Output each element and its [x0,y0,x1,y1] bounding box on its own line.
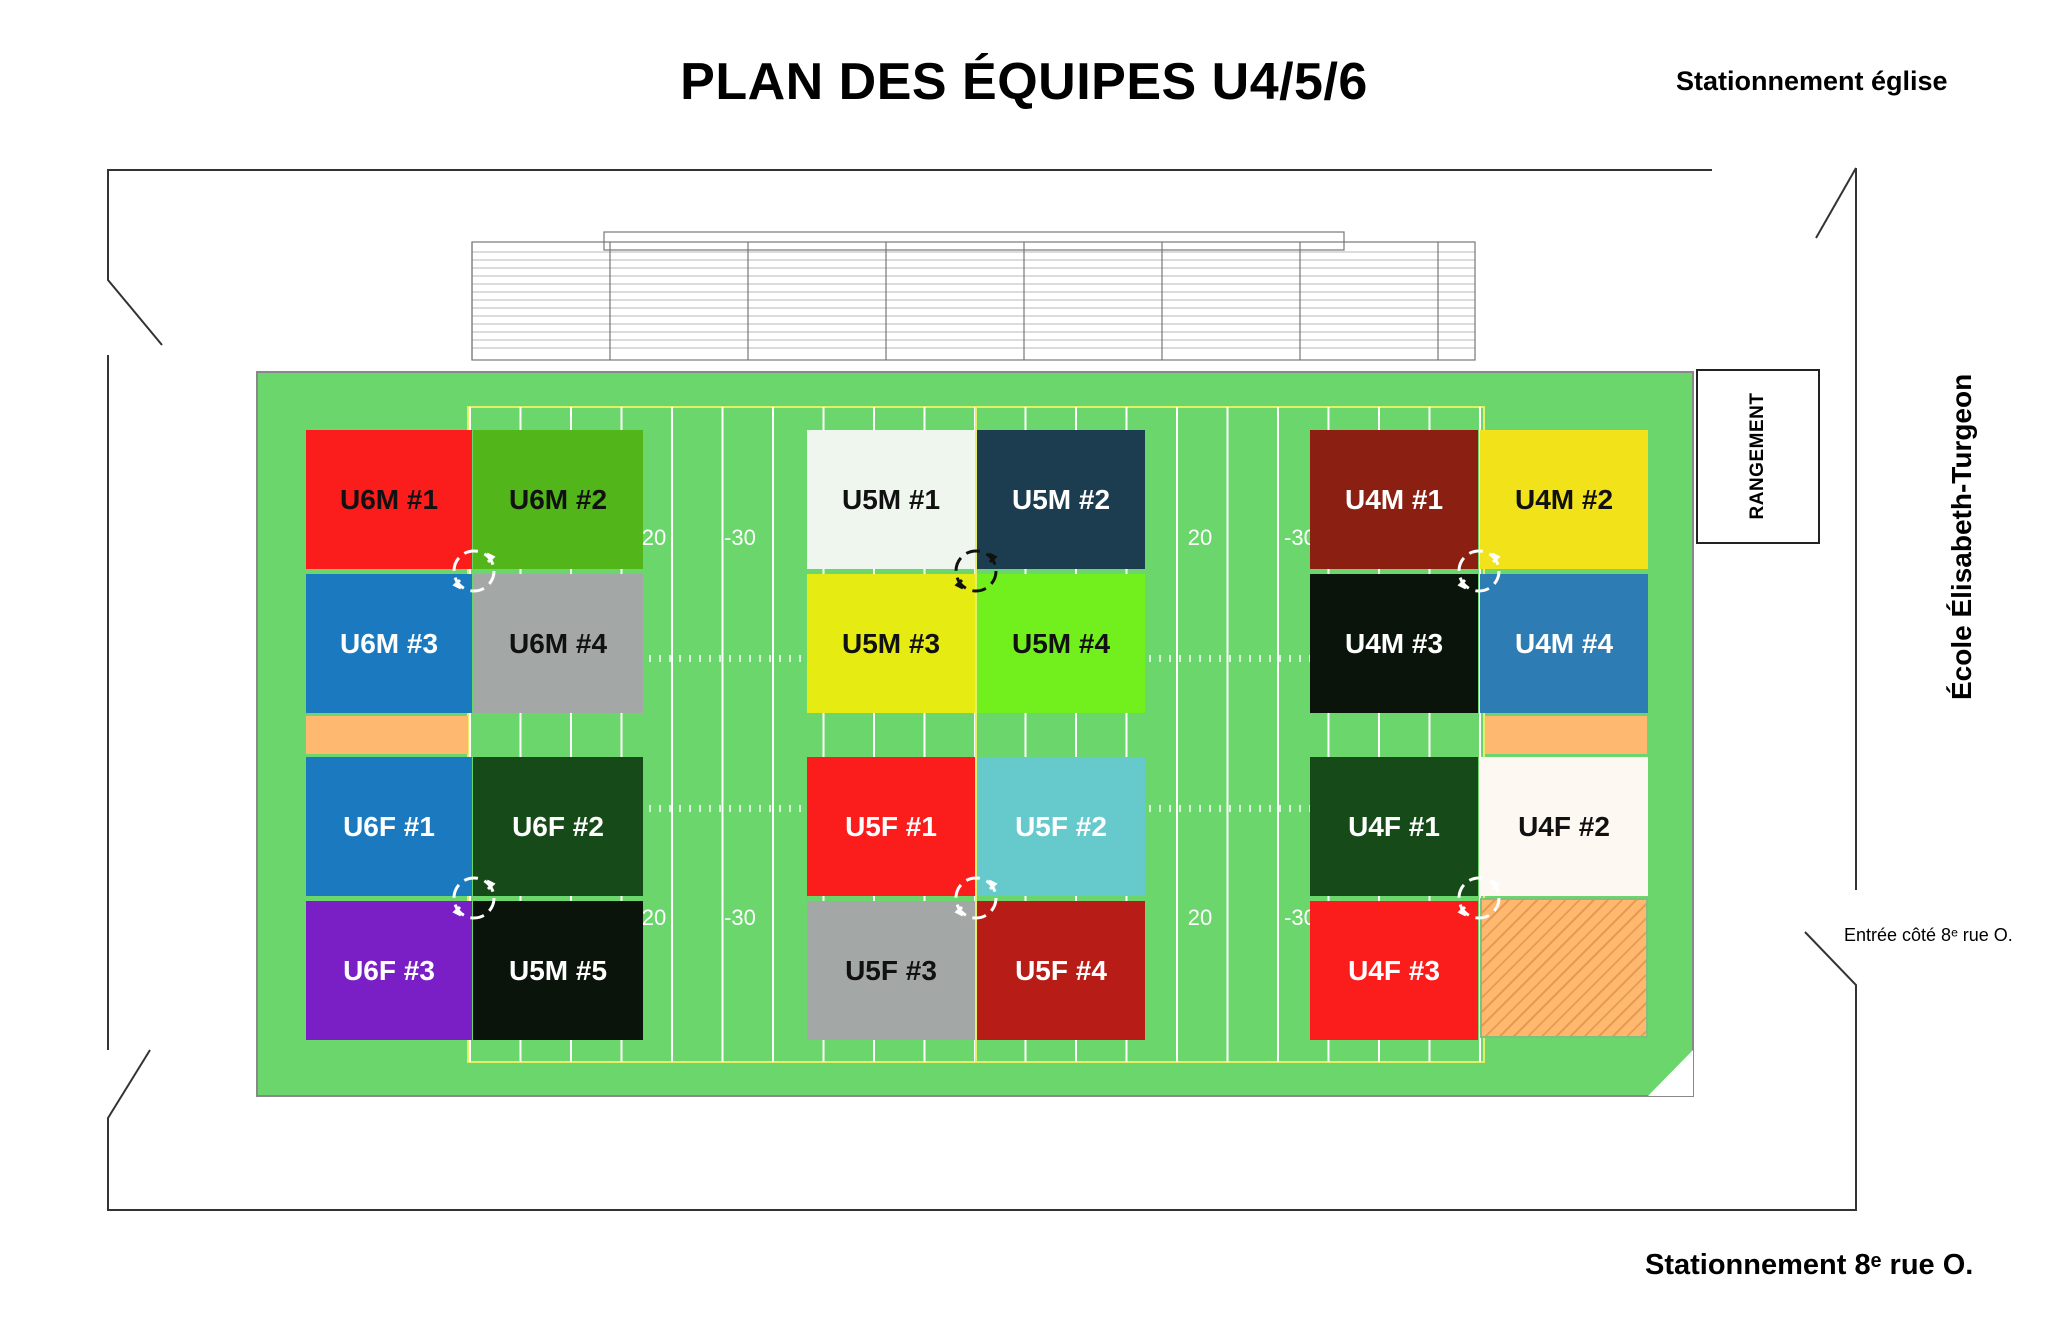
storage-building [1696,369,1820,544]
team-label: U4M #3 [1344,627,1444,659]
rotation-icon [954,549,998,593]
school-label: École Élisabeth-Turgeon [1946,373,1977,700]
yard-number: 20 [642,905,666,930]
rotation-icon [452,876,496,920]
team-label: U4F #3 [1348,954,1440,986]
team-label: U4F #2 [1518,810,1610,842]
reserved-zone-right [1485,716,1647,754]
team-label: U4M #1 [1344,483,1444,515]
team-zone-u5m-4[interactable]: U5M #4 [977,574,1145,713]
team-label: U6M #1 [339,483,439,515]
team-zone-u6m-3[interactable]: U6M #3 [306,574,472,713]
parking-church-label: Stationnement église [1676,66,1948,96]
team-label: U5F #2 [1015,810,1107,842]
team-label: U6F #2 [512,810,604,842]
team-label: U4M #2 [1514,483,1614,515]
reserved-hatched-zone [1480,898,1648,1038]
team-zone-u5f-1[interactable]: U5F #1 [807,757,975,896]
team-label: U6F #3 [343,954,435,986]
team-label: U5M #1 [841,483,941,515]
team-zone-u6m-1[interactable]: U6M #1 [306,430,472,569]
rotation-icon [954,876,998,920]
team-label: U6F #1 [343,810,435,842]
team-zone-u6f-3[interactable]: U6F #3 [306,901,472,1040]
team-zone-u4f-3[interactable]: U4F #3 [1310,901,1478,1040]
team-label: U5M #5 [508,954,608,986]
rotation-icon [1457,549,1501,593]
yard-number: -30 [724,905,756,930]
storage-label: RANGEMENT [1747,392,1768,520]
team-label: U4M #4 [1514,627,1614,659]
team-label: U6M #4 [508,627,608,659]
yard-number: 20 [1188,905,1212,930]
bleachers [471,231,1476,361]
team-zone-u5m-2[interactable]: U5M #2 [977,430,1145,569]
team-zone-u4f-1[interactable]: U4F #1 [1310,757,1478,896]
property-outline [107,167,1857,1211]
team-zone-u4m-3[interactable]: U4M #3 [1310,574,1478,713]
team-label: U5F #1 [845,810,937,842]
team-zone-u5m-3[interactable]: U5M #3 [807,574,975,713]
rotation-icon [1457,876,1501,920]
yard-number: -30 [724,525,756,550]
team-zone-u5m-1[interactable]: U5M #1 [807,430,975,569]
yard-number: 20 [642,525,666,550]
entrance-label: Entrée côté 8ᵉ rue O. [1844,925,2013,945]
parking-8e-label: Stationnement 8ᵉ rue O. [1645,1249,1974,1281]
team-zone-u4m-1[interactable]: U4M #1 [1310,430,1478,569]
team-zone-u5f-4[interactable]: U5F #4 [977,901,1145,1040]
team-label: U6M #2 [508,483,608,515]
team-label: U5F #3 [845,954,937,986]
team-zone-u4f-2[interactable]: U4F #2 [1480,757,1648,896]
team-zone-u5f-2[interactable]: U5F #2 [977,757,1145,896]
team-label: U6M #3 [339,627,439,659]
team-zone-u4m-4[interactable]: U4M #4 [1480,574,1648,713]
team-zone-u6f-1[interactable]: U6F #1 [306,757,472,896]
rotation-icon [452,549,496,593]
team-label: U5F #4 [1015,954,1107,986]
team-zone-u4m-2[interactable]: U4M #2 [1480,430,1648,569]
team-label: U5M #2 [1011,483,1111,515]
team-label: U4F #1 [1348,810,1440,842]
team-label: U5M #3 [841,627,941,659]
team-zone-u5f-3[interactable]: U5F #3 [807,901,975,1040]
reserved-zone-left [306,716,468,754]
page-title: PLAN DES ÉQUIPES U4/5/6 [680,53,1368,111]
yard-number: 20 [1188,525,1212,550]
team-label: U5M #4 [1011,627,1111,659]
